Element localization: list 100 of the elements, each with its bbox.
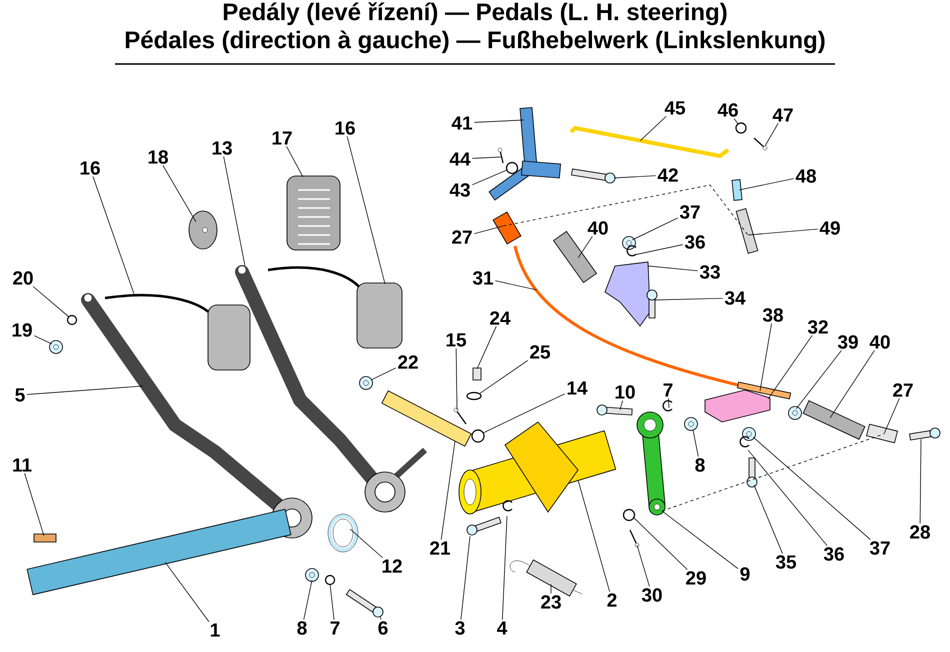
leader-line (164, 562, 210, 622)
callout-number: 42 (658, 168, 678, 182)
nut (305, 568, 319, 582)
leader-line (550, 584, 552, 594)
callout-number: 2 (607, 593, 617, 607)
leader-line (634, 244, 684, 256)
callout-number: 11 (13, 458, 32, 472)
callout-number: 45 (664, 101, 686, 115)
callout-number: 10 (616, 385, 635, 399)
washer (466, 392, 482, 400)
leader-line (92, 176, 134, 294)
leader-line (380, 616, 382, 620)
leader-line (476, 326, 497, 370)
leader-line (286, 146, 304, 178)
callout-number: 47 (772, 108, 793, 122)
pull-rod (570, 126, 730, 158)
lever (488, 107, 562, 201)
pin (454, 408, 466, 424)
plate (704, 390, 770, 422)
callout-number: 36 (684, 235, 705, 249)
bolt (909, 428, 940, 440)
leader-line (648, 266, 698, 272)
leader-line (26, 386, 144, 395)
leader-line (330, 584, 334, 620)
callout-number: 20 (13, 271, 33, 285)
callout-number: 49 (820, 221, 840, 235)
leader-line (830, 350, 875, 418)
leader-line (754, 484, 783, 554)
callout-number: 39 (838, 335, 858, 349)
callout-number: 24 (490, 311, 510, 325)
leader-line (223, 156, 246, 266)
callout-number: 31 (472, 271, 494, 285)
leader-line (472, 156, 502, 159)
leader-line (494, 280, 538, 290)
callout-number: 35 (776, 555, 796, 569)
callout-number: 44 (450, 152, 470, 166)
leader-line (440, 440, 456, 540)
clevis (866, 424, 898, 444)
callout-number: 29 (686, 571, 706, 585)
leader-line (346, 136, 386, 284)
circlip (662, 400, 672, 412)
leader-line (884, 398, 900, 434)
leader-line (32, 286, 70, 318)
callout-number: 7 (330, 621, 340, 635)
callout-number: 8 (695, 458, 705, 472)
leader-line (748, 450, 828, 546)
callout-number: 12 (382, 559, 402, 573)
leader-line (34, 335, 52, 344)
spring (736, 208, 758, 254)
leader-line (768, 335, 812, 400)
cap-screw (472, 368, 482, 380)
pin (754, 138, 768, 150)
washer (735, 122, 747, 134)
dashed-line (502, 184, 748, 236)
washer (471, 429, 485, 443)
leader-line (640, 116, 667, 142)
callout-number: 41 (452, 116, 472, 130)
callout-number: 27 (893, 383, 913, 397)
leader-line (370, 368, 396, 380)
leader-line (760, 323, 772, 392)
link-rod (381, 390, 472, 447)
callout-number: 21 (430, 541, 450, 555)
leader-line (578, 236, 593, 258)
leader-line (632, 218, 678, 240)
callout-number: 32 (808, 320, 828, 334)
leader-line (456, 348, 458, 410)
leader-line (474, 120, 524, 123)
callout-number: 36 (824, 547, 844, 561)
bracket (458, 421, 616, 514)
bolt (596, 404, 633, 416)
callout-number: 9 (740, 567, 750, 581)
title: Pedály (levé řízení) — Pedals (L. H. steering) Pédales (direction à gauche) — Fußhebelwerk (Linkslenkung) (126, 2, 825, 54)
leader-line (636, 544, 650, 587)
nut (742, 427, 756, 441)
callout-number: 17 (272, 131, 292, 145)
nut (788, 406, 802, 420)
callout-number: 18 (148, 150, 168, 164)
callout-number: 40 (870, 335, 890, 349)
callout-number: 19 (12, 323, 32, 337)
leader-line (162, 165, 196, 222)
washer (66, 314, 78, 326)
washer (324, 574, 336, 586)
leader-line (460, 536, 470, 620)
washer (622, 508, 636, 522)
callout-number: 30 (642, 588, 662, 602)
leader-line (478, 360, 528, 394)
leader-line (654, 298, 724, 300)
callout-number: 37 (680, 205, 700, 219)
leader-line (662, 510, 738, 570)
callout-number: 27 (452, 230, 472, 244)
leader-line (920, 438, 922, 524)
leader-line (482, 394, 566, 434)
callout-number: 38 (762, 308, 783, 322)
callout-number: 15 (446, 333, 466, 347)
pedal-pad (104, 294, 250, 370)
washer (328, 514, 358, 552)
callout-number: 43 (450, 183, 470, 197)
pedal-pad (268, 266, 402, 348)
leader-line (748, 228, 818, 236)
dashed-line (662, 434, 884, 512)
